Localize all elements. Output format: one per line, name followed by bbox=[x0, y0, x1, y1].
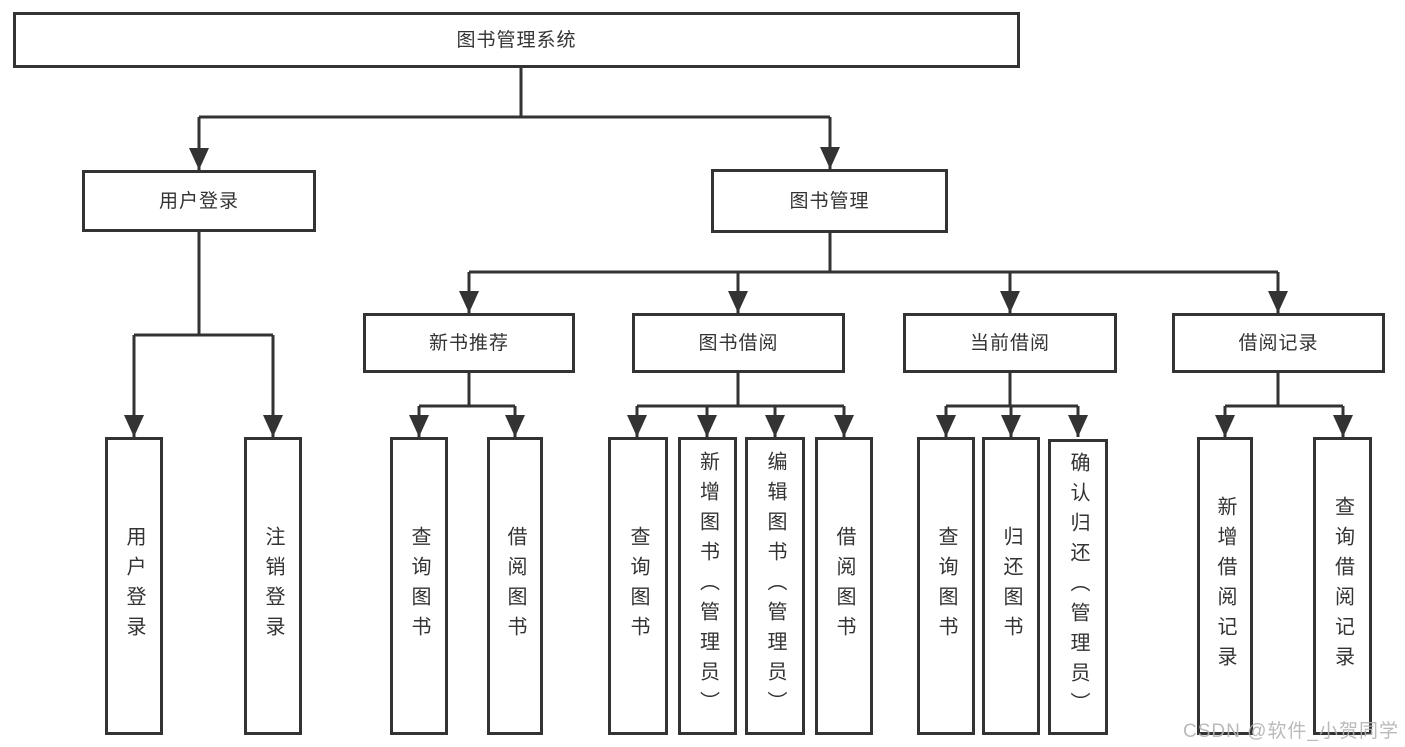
node-book-borrow: 图书借阅 bbox=[632, 313, 845, 373]
node-root: 图书管理系统 bbox=[13, 12, 1020, 68]
leaf-query-books-current: 查询图书 bbox=[917, 437, 975, 735]
leaf-add-book-admin: 新增图书（管理员） bbox=[678, 437, 737, 735]
leaf-borrow-books-recommend: 借阅图书 bbox=[487, 437, 543, 735]
node-borrow-records: 借阅记录 bbox=[1172, 313, 1385, 373]
leaf-edit-book-admin: 编辑图书（管理员） bbox=[745, 437, 805, 735]
leaf-logout: 注销登录 bbox=[244, 437, 302, 735]
leaf-query-books-borrow: 查询图书 bbox=[608, 437, 668, 735]
watermark-text: CSDN @软件_小贺同学 bbox=[1183, 721, 1399, 742]
connector-arrows bbox=[124, 117, 1353, 437]
leaf-add-borrow-record: 新增借阅记录 bbox=[1197, 437, 1253, 735]
node-book-management: 图书管理 bbox=[711, 169, 948, 233]
leaf-query-borrow-record: 查询借阅记录 bbox=[1313, 437, 1372, 735]
leaf-borrow-books: 借阅图书 bbox=[815, 437, 873, 735]
node-user-login: 用户登录 bbox=[82, 170, 316, 232]
node-current-borrow: 当前借阅 bbox=[903, 313, 1117, 373]
leaf-user-login: 用户登录 bbox=[105, 437, 163, 735]
leaf-confirm-return-admin: 确认归还（管理员） bbox=[1048, 439, 1108, 735]
leaf-return-book: 归还图书 bbox=[982, 437, 1040, 735]
leaf-query-books-recommend: 查询图书 bbox=[390, 437, 448, 735]
node-new-book-recommend: 新书推荐 bbox=[363, 313, 575, 373]
